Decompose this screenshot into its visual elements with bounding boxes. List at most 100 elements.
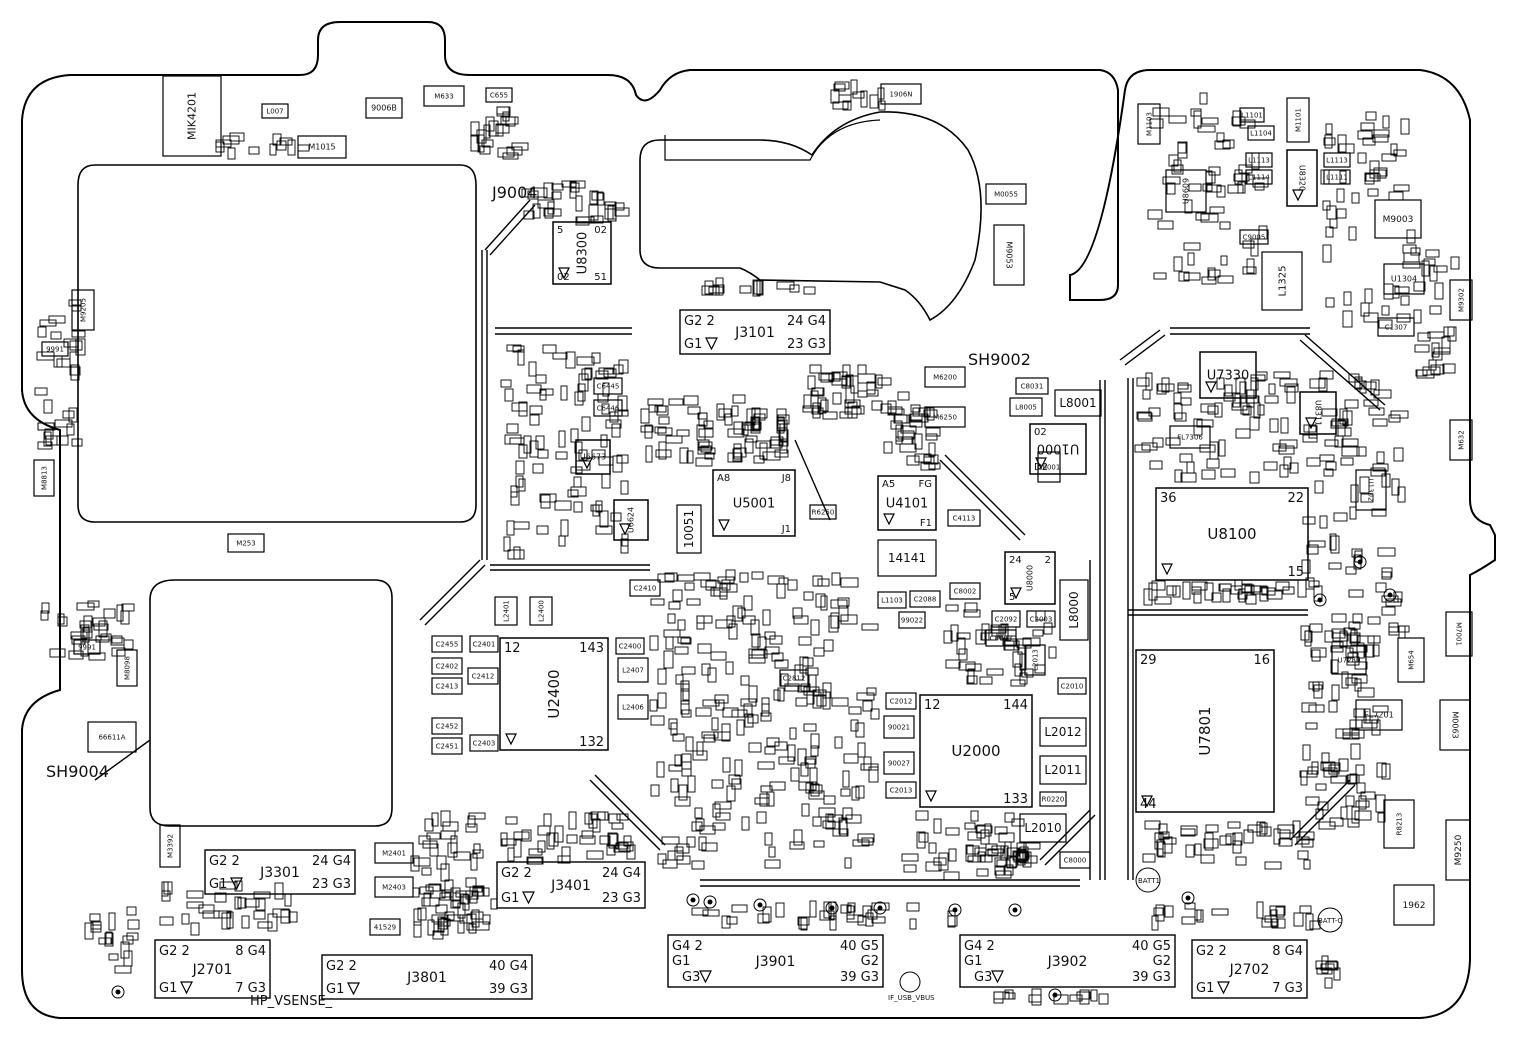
part-label: FL7201 xyxy=(1364,711,1393,720)
part-c2402: C2402 xyxy=(431,657,463,675)
smd-pad xyxy=(1148,407,1161,417)
smd-pad xyxy=(1297,850,1309,860)
smd-pad xyxy=(698,428,714,438)
smd-pad xyxy=(551,191,562,200)
smd-pad xyxy=(830,612,840,629)
smd-pad xyxy=(181,913,190,925)
smd-pad xyxy=(805,758,816,769)
smd-pad xyxy=(1354,378,1363,390)
pin-label: J8 xyxy=(781,473,791,484)
smd-pad xyxy=(255,898,266,911)
part-label: 41529 xyxy=(374,923,396,931)
smd-pad xyxy=(93,623,109,631)
smd-pad xyxy=(777,687,785,702)
smd-pad xyxy=(616,454,629,464)
smd-pad xyxy=(847,401,858,419)
smd-pad xyxy=(284,893,292,907)
part-p10051: 10051 xyxy=(676,504,702,554)
smd-pad xyxy=(1341,446,1360,457)
smd-pad xyxy=(591,449,606,458)
smd-pad xyxy=(650,784,660,797)
pin-label: 23 G3 xyxy=(602,891,641,906)
smd-pad xyxy=(810,745,819,757)
smd-pad xyxy=(506,146,523,156)
smd-pad xyxy=(1191,586,1202,595)
smd-pad xyxy=(1048,646,1057,659)
smd-pad xyxy=(1261,587,1276,596)
smd-pad xyxy=(1216,132,1225,143)
smd-pad xyxy=(1206,458,1220,469)
part-p90021: 90021 xyxy=(883,715,915,739)
smd-pad xyxy=(1177,384,1192,393)
smd-pad xyxy=(1245,594,1257,605)
smd-pad xyxy=(804,756,817,765)
smd-pad xyxy=(1200,213,1219,223)
smd-pad xyxy=(1305,913,1314,931)
smd-pad xyxy=(1141,442,1158,451)
smd-pad xyxy=(685,736,694,752)
smd-pad xyxy=(1143,588,1153,606)
smd-pad xyxy=(1326,205,1337,220)
part-label: M8813 xyxy=(40,466,48,490)
smd-pad xyxy=(1339,408,1348,425)
smd-pad xyxy=(1381,571,1392,580)
pin-label: 12 xyxy=(924,698,941,713)
smd-pad xyxy=(831,697,849,707)
smd-pad xyxy=(1031,988,1042,1006)
part-u1304: U1304 xyxy=(1383,263,1425,295)
cutout-lower-left xyxy=(149,579,393,827)
smd-components xyxy=(34,79,1460,1006)
smd-pad xyxy=(727,428,745,438)
smd-pad xyxy=(435,904,448,914)
smd-pad xyxy=(1019,653,1027,671)
smd-pad xyxy=(756,811,767,824)
part-l2012: L2012 xyxy=(1039,717,1087,747)
smd-pad xyxy=(1203,838,1219,849)
smd-pad xyxy=(699,825,716,835)
smd-pad xyxy=(505,816,518,825)
smd-pad xyxy=(535,435,545,450)
smd-pad xyxy=(766,737,780,747)
smd-pad xyxy=(565,351,576,369)
smd-pad xyxy=(1249,471,1260,484)
smd-pad xyxy=(1355,800,1370,808)
smd-pad xyxy=(92,617,106,627)
pin-label: A8 xyxy=(717,473,730,484)
pin-label: G1 xyxy=(326,982,344,997)
smd-pad xyxy=(1292,820,1301,838)
part-l1113: L1113 xyxy=(1245,152,1273,168)
smd-pad xyxy=(267,913,278,932)
board-outline xyxy=(21,21,1496,1019)
smd-pad xyxy=(237,897,247,909)
smd-pad xyxy=(186,890,204,899)
smd-pad xyxy=(41,602,50,614)
smd-pad xyxy=(221,912,231,930)
smd-pad xyxy=(1220,255,1228,266)
smd-pad xyxy=(809,364,822,374)
smd-pad xyxy=(850,719,859,732)
smd-pad xyxy=(440,917,449,936)
smd-pad xyxy=(803,723,817,732)
smd-pad xyxy=(760,785,773,793)
smd-pad xyxy=(123,950,133,967)
smd-pad xyxy=(950,624,959,642)
smd-pad xyxy=(620,480,629,495)
smd-pad xyxy=(1373,167,1388,177)
pin-label: 144 xyxy=(1003,698,1028,713)
labeled-components: MIK4201M1015M633L007C6559006B1906NM0055M… xyxy=(33,75,1473,936)
smd-pad xyxy=(887,406,903,415)
smd-pad xyxy=(1022,851,1032,868)
smd-pad xyxy=(724,413,733,426)
smd-pad xyxy=(816,694,827,707)
smd-pad xyxy=(459,914,473,924)
smd-pad xyxy=(1341,671,1349,689)
smd-pad xyxy=(1355,764,1365,776)
smd-pad xyxy=(856,692,875,701)
smd-pad xyxy=(809,900,817,918)
smd-pad xyxy=(1239,381,1247,397)
smd-pad xyxy=(90,924,102,933)
test-point xyxy=(686,893,700,907)
smd-pad xyxy=(677,619,686,631)
part-label: L8001 xyxy=(1059,396,1096,410)
part-label: C2013 xyxy=(890,786,913,794)
